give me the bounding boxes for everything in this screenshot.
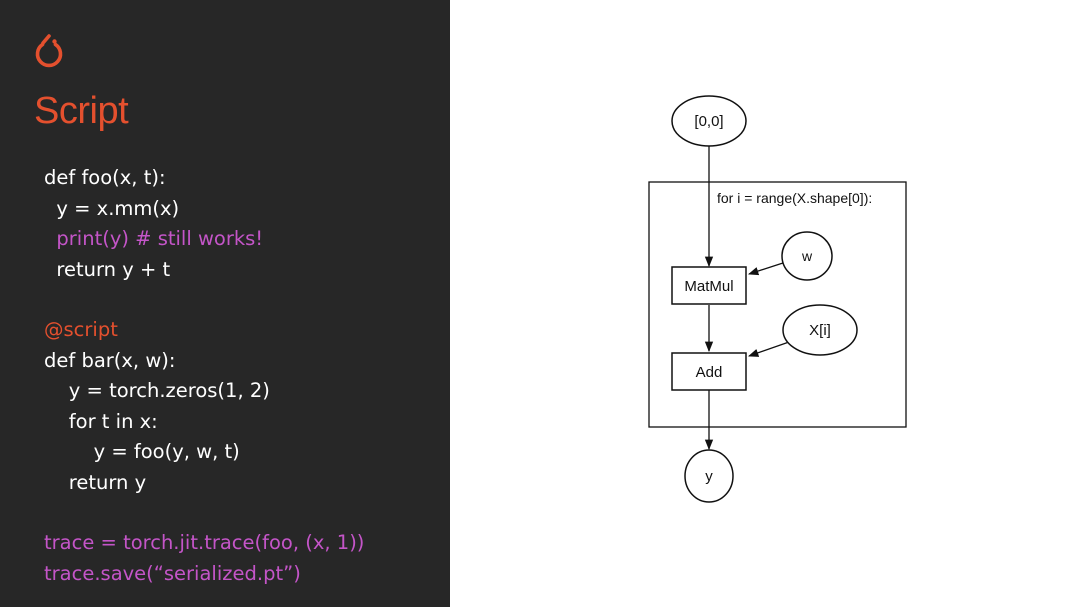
code-line: return y [44, 470, 147, 494]
code-line: trace.save(“serialized.pt”) [44, 561, 301, 585]
node-xi [782, 304, 858, 356]
node-add-label: Add [696, 364, 723, 381]
code-line-decorator: @script [44, 318, 118, 341]
node-output [684, 449, 734, 503]
node-output-label: y [705, 468, 713, 485]
code-line: y = foo(y, w, t) [44, 440, 240, 463]
node-input-label: [0,0] [694, 113, 723, 130]
code-line-comment: print(y) # still works! [44, 227, 264, 250]
node-xi-label: X[i] [809, 322, 831, 339]
node-w [781, 231, 833, 281]
node-input [671, 95, 747, 147]
node-matmul-label: MatMul [684, 278, 733, 295]
loop-box [648, 181, 907, 428]
node-add [671, 352, 747, 391]
edge-xi-to-add [748, 341, 790, 357]
code-line: def foo(x, t): [44, 166, 166, 189]
code-line: return y + t [44, 257, 171, 281]
code-line: trace = torch.jit.trace(foo, (x, 1)) [44, 531, 365, 554]
code-line: for t in x: [44, 409, 158, 433]
code-block-foo: def foo(x, t): y = x.mm(x) print(y) # st… [44, 163, 263, 285]
code-block-trace: trace = torch.jit.trace(foo, (x, 1)) trac… [44, 528, 364, 589]
node-matmul [671, 266, 747, 305]
edge-w-to-matmul [748, 261, 787, 276]
code-block-bar: @script def bar(x, w): y = torch.zeros(1,… [44, 315, 270, 498]
code-panel: Script def foo(x, t): y = x.mm(x) print(… [0, 0, 450, 607]
code-line: def bar(x, w): [44, 348, 176, 372]
loop-label: for i = range(X.shape[0]): [717, 190, 872, 206]
code-line: y = torch.zeros(1, 2) [44, 379, 270, 402]
graph-diagram: for i = range(X.shape[0]): [0,0] w MatMu… [648, 95, 907, 503]
slide-title: Script [34, 90, 129, 132]
pytorch-flame-icon [35, 34, 63, 68]
node-w-label: w [801, 248, 813, 264]
code-line: y = x.mm(x) [44, 196, 180, 220]
